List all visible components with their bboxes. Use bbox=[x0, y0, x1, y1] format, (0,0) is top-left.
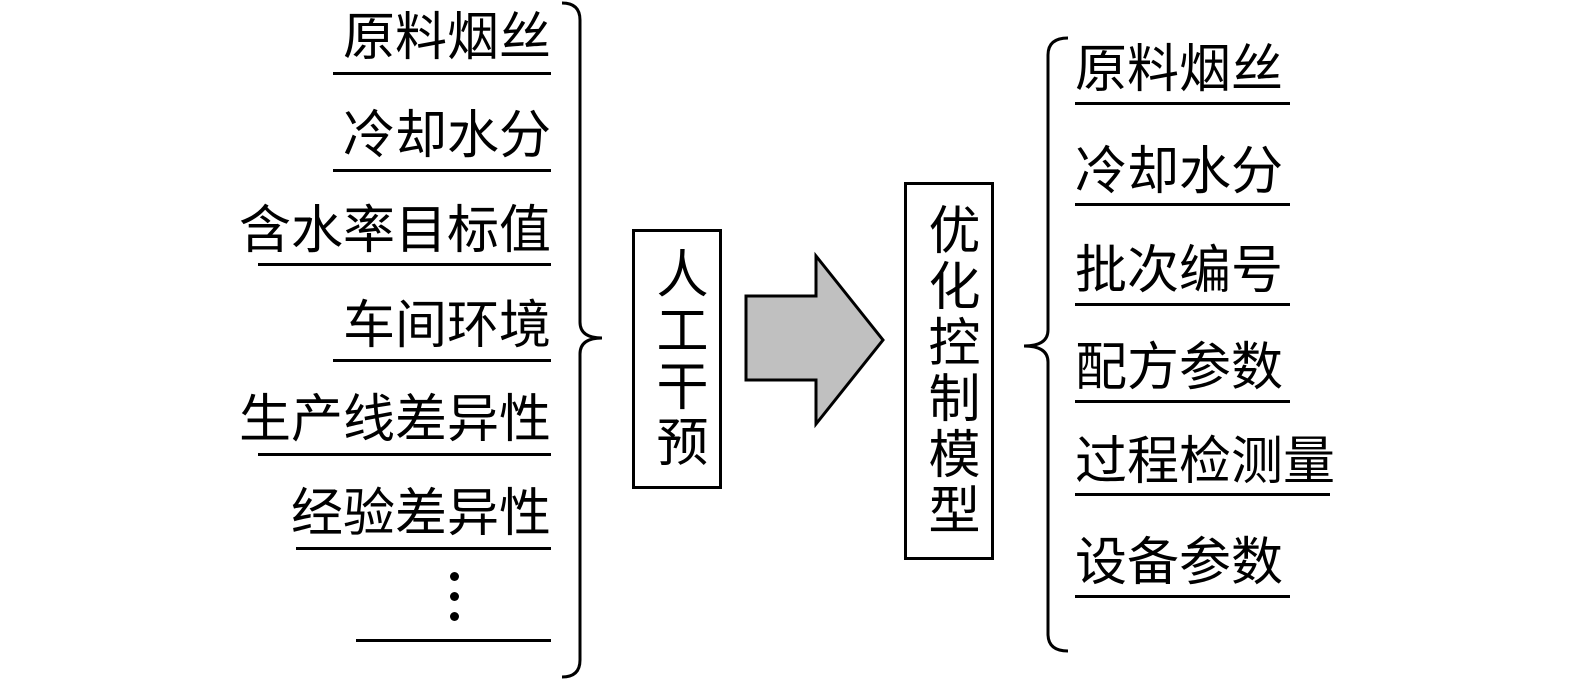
left-item-line-difference: 生产线差异性 bbox=[238, 390, 551, 450]
right-item-recipe-parameters: 配方参数 bbox=[1075, 338, 1284, 398]
right-item-underline bbox=[1075, 400, 1290, 403]
left-brace bbox=[561, 1, 603, 679]
left-item-underline bbox=[333, 72, 551, 75]
optimization-model-label: 优化控制模型 bbox=[919, 203, 979, 539]
left-item-ellipsis bbox=[446, 572, 462, 622]
left-item-underline bbox=[258, 263, 551, 266]
left-item-raw-tobacco: 原料烟丝 bbox=[342, 8, 551, 68]
left-item-underline bbox=[333, 359, 551, 362]
flow-arrow-icon bbox=[744, 251, 885, 429]
left-item-underline bbox=[296, 547, 551, 550]
optimization-model-box: 优化控制模型 bbox=[904, 182, 994, 560]
right-item-process-measurements: 过程检测量 bbox=[1075, 432, 1336, 492]
manual-intervention-box: 人工干预 bbox=[632, 229, 722, 489]
right-item-equipment-parameters: 设备参数 bbox=[1075, 533, 1284, 593]
left-item-moisture-target: 含水率目标值 bbox=[238, 201, 551, 261]
right-item-raw-tobacco: 原料烟丝 bbox=[1075, 40, 1284, 100]
right-item-cooling-moisture: 冷却水分 bbox=[1075, 142, 1284, 202]
left-item-cooling-moisture: 冷却水分 bbox=[342, 106, 551, 166]
right-item-underline bbox=[1075, 595, 1290, 598]
right-brace bbox=[1023, 36, 1069, 653]
right-item-batch-number: 批次编号 bbox=[1075, 241, 1284, 301]
left-item-experience-difference: 经验差异性 bbox=[290, 484, 551, 544]
left-item-underline bbox=[356, 639, 551, 642]
right-item-underline bbox=[1075, 203, 1290, 206]
left-item-underline bbox=[333, 169, 551, 172]
right-item-underline bbox=[1075, 102, 1290, 105]
left-item-workshop-environment: 车间环境 bbox=[342, 296, 551, 356]
right-item-underline bbox=[1075, 303, 1290, 306]
left-item-underline bbox=[258, 453, 551, 456]
manual-intervention-label: 人工干预 bbox=[647, 247, 707, 471]
right-item-underline bbox=[1075, 493, 1330, 496]
